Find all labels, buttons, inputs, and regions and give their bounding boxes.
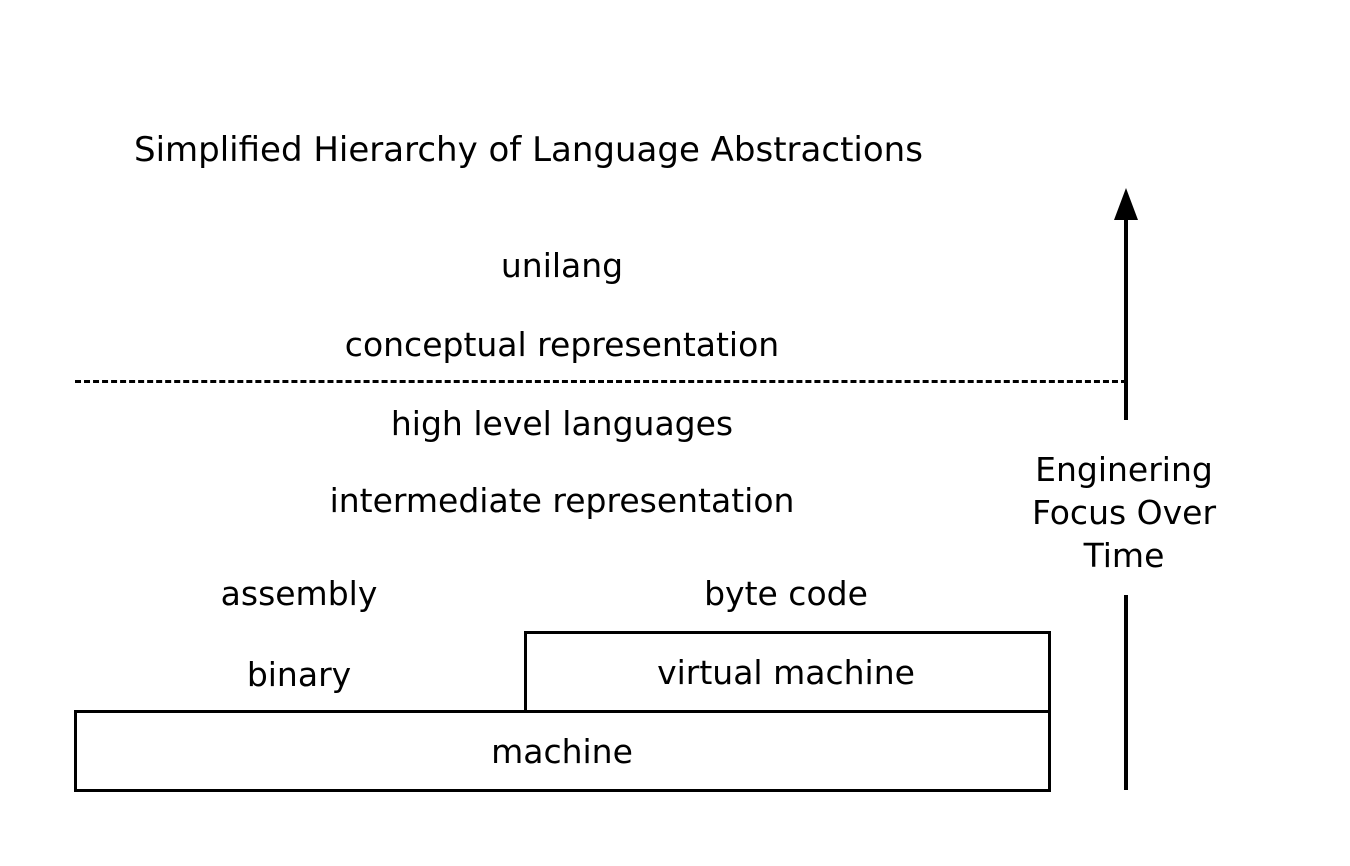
- engineering-focus-arrow-icon: [1114, 188, 1138, 790]
- layer-binary: binary: [246, 655, 352, 694]
- layer-assembly: assembly: [220, 574, 378, 613]
- layer-intermediate-representation: intermediate representation: [329, 481, 795, 520]
- focus-label-line-3: Time: [1083, 536, 1165, 575]
- abstraction-divider-line: [75, 380, 1127, 383]
- layer-virtual-machine: virtual machine: [657, 653, 915, 692]
- layer-byte-code: byte code: [704, 574, 868, 613]
- machine-box: [74, 710, 1051, 792]
- focus-label-line-1: Enginering: [1035, 450, 1213, 489]
- diagram-title: Simplified Hierarchy of Language Abstrac…: [134, 130, 923, 170]
- focus-label-line-2: Focus Over: [1031, 493, 1217, 532]
- engineering-focus-label: Enginering Focus Over Time: [1032, 448, 1216, 577]
- layer-high-level-languages: high level languages: [390, 404, 734, 443]
- layer-machine: machine: [491, 732, 633, 771]
- layer-unilang: unilang: [500, 246, 624, 285]
- layer-conceptual-representation: conceptual representation: [344, 325, 780, 364]
